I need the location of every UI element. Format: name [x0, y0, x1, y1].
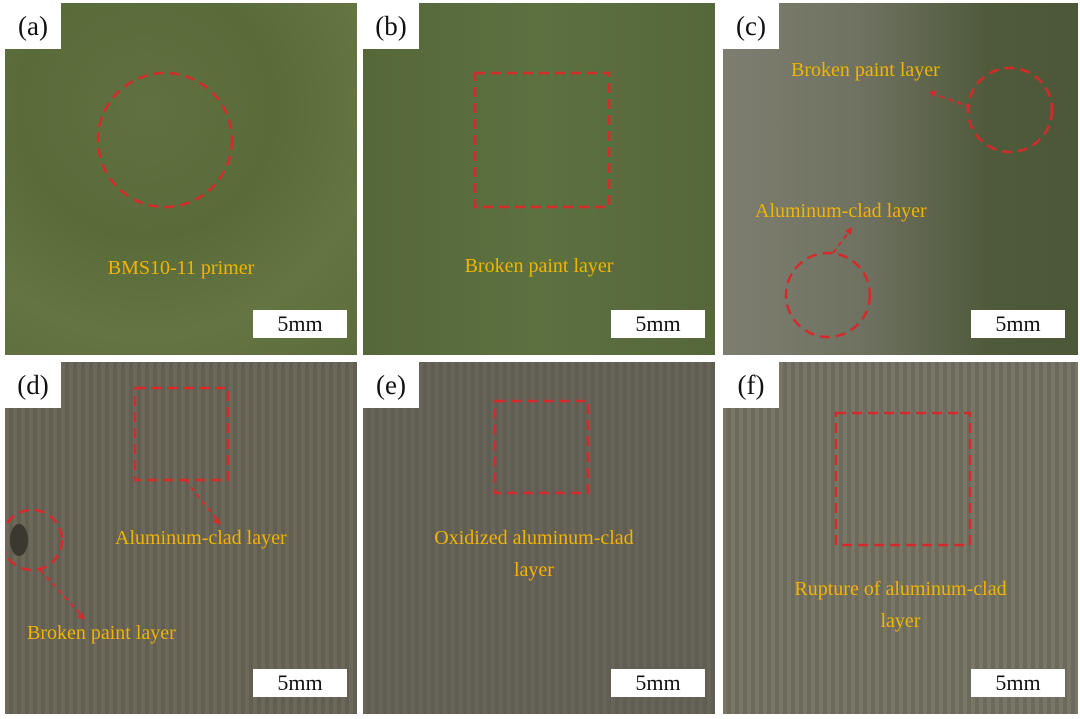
annotation-text: Broken paint layer	[27, 622, 176, 644]
region-markers	[784, 66, 1054, 339]
panel-e-photo: (e) Oxidized aluminum-clad layer 5mm	[363, 362, 715, 714]
panel-label: (e)	[363, 362, 419, 408]
panel-d-photo: (d) Aluminum-clad layer Broken paint lay…	[5, 362, 357, 714]
region-marker-square	[493, 399, 590, 495]
panel-label: (c)	[723, 3, 779, 49]
annotation-text: Broken paint layer	[791, 59, 940, 81]
annotation-text: Broken paint layer	[464, 255, 614, 277]
scale-bar: 5mm	[971, 310, 1065, 338]
annotation-text: Aluminum-clad layer	[755, 200, 927, 222]
scale-bar: 5mm	[611, 669, 705, 697]
scale-bar: 5mm	[971, 669, 1065, 697]
annotation-text: layer	[514, 559, 554, 581]
scale-bar: 5mm	[611, 310, 705, 338]
region-marker-square	[834, 411, 972, 547]
panel-a-primer-photo: (a) BMS10-11 primer 5mm	[5, 3, 357, 355]
panel-f-photo: (f) Rupture of aluminum-clad layer 5mm	[723, 362, 1078, 714]
panel-label: (a)	[5, 3, 61, 49]
region-marker-circle	[96, 71, 234, 209]
panel-label: (d)	[5, 362, 61, 408]
panel-label: (b)	[363, 3, 419, 49]
annotation-text: BMS10-11 primer	[107, 257, 255, 279]
panel-b-photo: (b) Broken paint layer 5mm	[363, 3, 715, 355]
region-marker-square	[473, 71, 611, 209]
region-markers	[5, 386, 230, 620]
annotation-text: layer	[880, 610, 921, 632]
annotation-text: Rupture of aluminum-clad	[794, 578, 1007, 600]
annotation-text: Aluminum-clad layer	[115, 527, 287, 549]
scale-bar: 5mm	[253, 669, 347, 697]
panel-c-photo: (c) Broken paint layer Aluminum-clad lay…	[723, 3, 1078, 355]
annotation-text: Oxidized aluminum-clad	[434, 527, 634, 549]
scale-bar: 5mm	[253, 310, 347, 338]
panel-label: (f)	[723, 362, 779, 408]
